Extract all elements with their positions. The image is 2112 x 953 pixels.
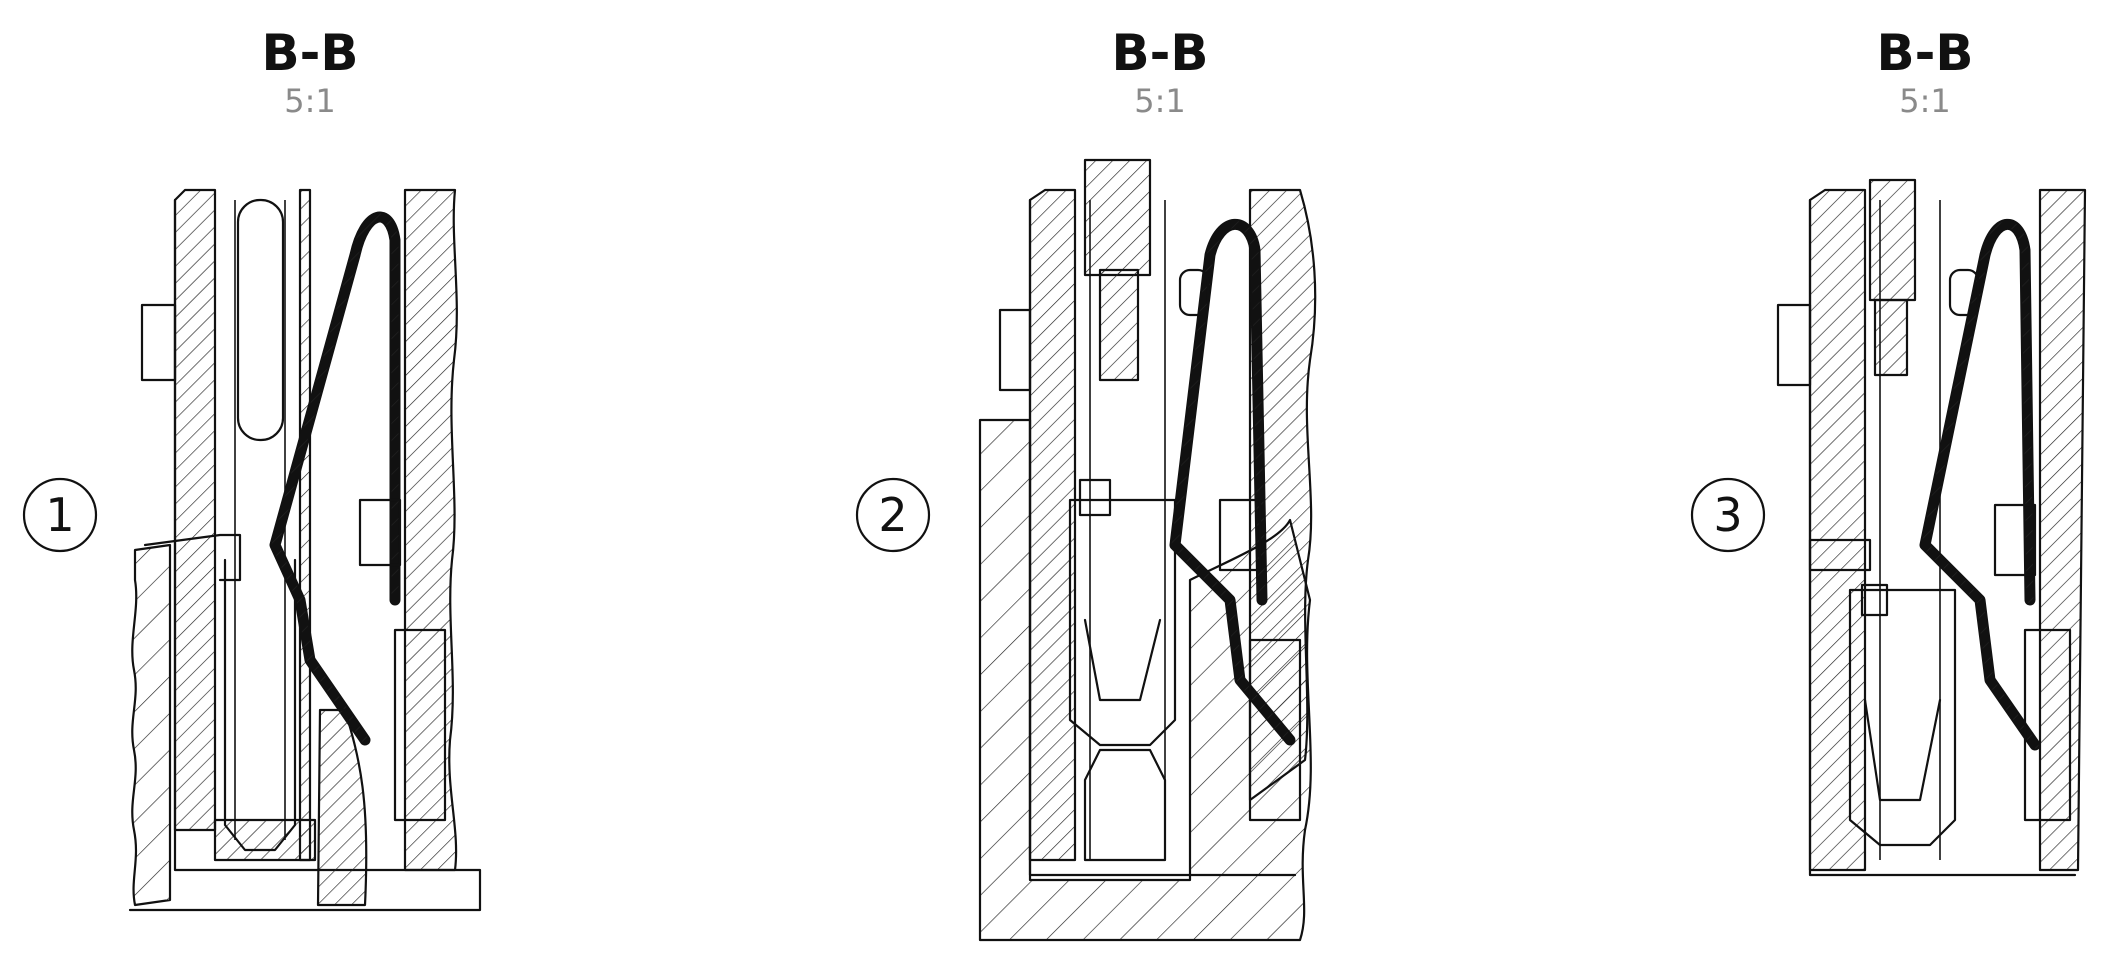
latch-spring xyxy=(1919,218,2041,751)
locking-lever xyxy=(1178,268,1302,822)
callout-marker: 1 xyxy=(22,477,98,553)
callout-label: 2 xyxy=(878,488,907,542)
mating-part xyxy=(131,543,172,907)
connector-housing xyxy=(1776,188,2087,877)
section-title: B-B xyxy=(1112,24,1209,82)
section-scale: 5:1 xyxy=(1899,82,1951,120)
locking-lever xyxy=(316,498,447,907)
connector-housing xyxy=(128,188,482,912)
locking-lever xyxy=(1948,268,2072,822)
section-view-3: B-B 5:1 3 xyxy=(1690,24,2087,877)
section-title: B-B xyxy=(262,24,359,82)
section-scale: 5:1 xyxy=(284,82,336,120)
contact-pin xyxy=(1848,178,1957,847)
latch-spring xyxy=(269,211,401,746)
contact-pin xyxy=(223,198,297,852)
contact-pin xyxy=(1068,158,1177,862)
callout-marker: 2 xyxy=(855,477,931,553)
mating-part xyxy=(978,418,1312,942)
callout-marker: 3 xyxy=(1690,477,1766,553)
latch-spring xyxy=(1169,218,1296,746)
connector-housing xyxy=(998,188,1317,877)
section-scale: 5:1 xyxy=(1134,82,1186,120)
section-view-1: B-B 5:1 1 xyxy=(22,24,482,912)
section-view-2: B-B 5:1 2 xyxy=(855,24,1317,942)
section-title: B-B xyxy=(1877,24,1974,82)
callout-label: 3 xyxy=(1713,488,1742,542)
callout-label: 1 xyxy=(45,488,74,542)
